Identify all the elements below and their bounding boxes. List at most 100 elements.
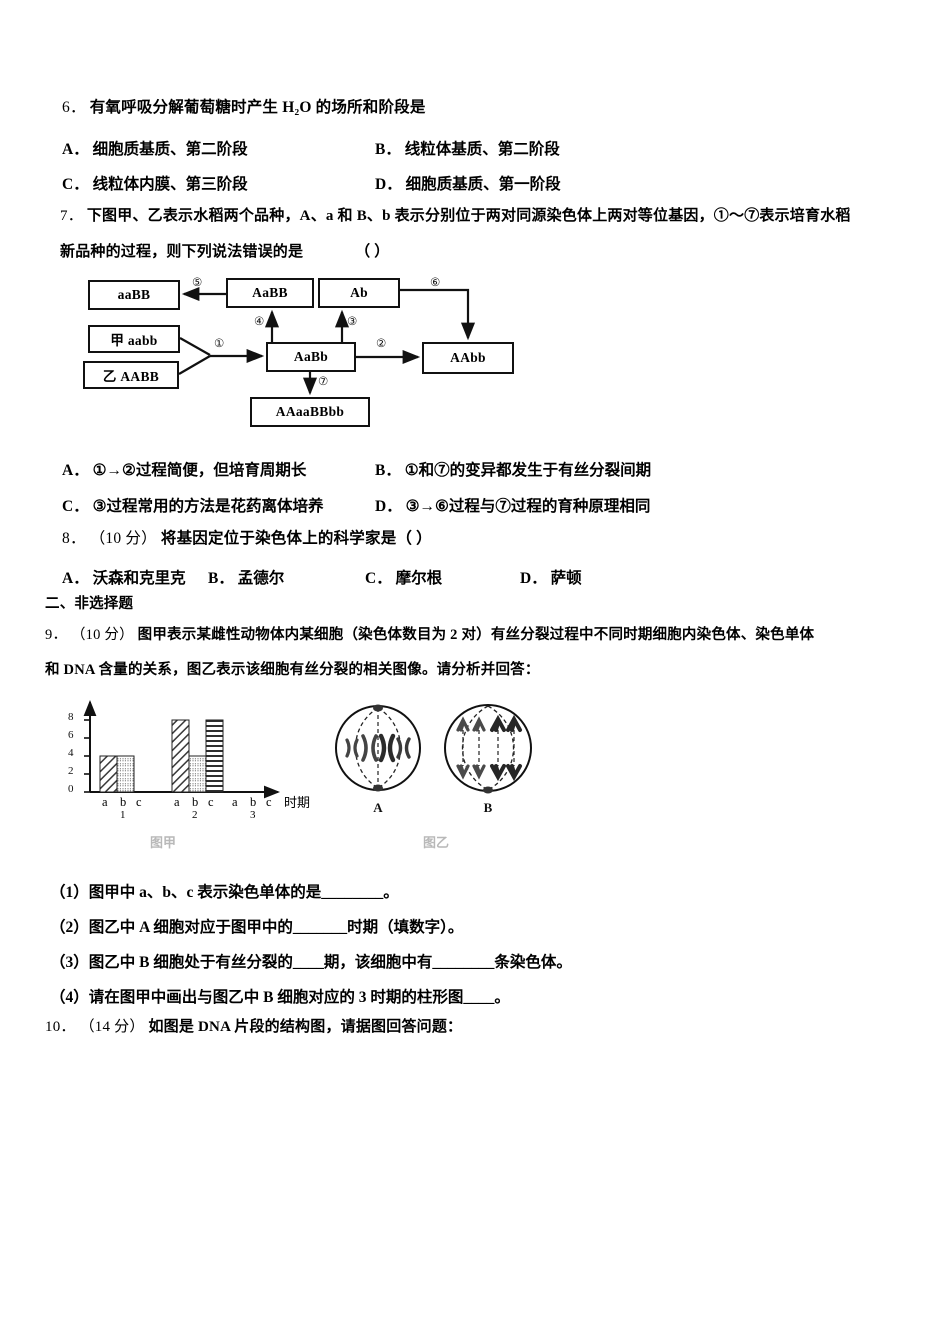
- diagram-step-7-label: ⑦: [318, 376, 329, 388]
- question-9-stem-line1: 9． （10 分） 图甲表示某雌性动物体内某细胞（染色体数目为 2 对）有丝分裂…: [45, 628, 814, 643]
- question-7-stem-text-2: 新品种的过程，则下列说法错误的是: [60, 244, 304, 260]
- diagram-step-1-label: ①: [214, 338, 225, 350]
- cell-division-figure-yi: A: [330, 700, 580, 860]
- question-8-option-d[interactable]: D． 萨顿: [520, 566, 582, 588]
- question-8-score: （10 分）: [89, 530, 157, 547]
- option-text: 线粒体基质、第二阶段: [404, 141, 560, 158]
- question-7-option-c[interactable]: C． ③过程常用的方法是花药离体培养: [62, 494, 323, 516]
- sub-label: （2）: [50, 919, 89, 936]
- question-8-option-a[interactable]: A． 沃森和克里克: [62, 566, 186, 588]
- diagram-step-6-label: ⑥: [430, 277, 441, 289]
- group-label-3: 3: [250, 809, 256, 821]
- figure-caption-jia: 图甲: [150, 835, 177, 850]
- option-label: A．: [62, 462, 89, 479]
- option-label: C．: [62, 498, 89, 515]
- option-text: ③过程常用的方法是花药离体培养: [92, 498, 324, 515]
- option-label: B．: [208, 570, 234, 587]
- diagram-arrows: [178, 286, 476, 396]
- question-8-stem: 8． （10 分） 将基因定位于染色体上的科学家是（ ）: [62, 531, 432, 547]
- ytick-6: 6: [68, 729, 74, 741]
- cell-a-label: A: [373, 800, 383, 815]
- option-label: B．: [375, 141, 401, 158]
- question-9-sub-1: （1）图甲中 a、b、c 表示染色单体的是________。: [50, 880, 399, 902]
- question-7-option-b[interactable]: B． ①和⑦的变异都发生于有丝分裂间期: [375, 458, 651, 480]
- option-label: B．: [375, 462, 401, 479]
- question-6-option-a[interactable]: A． 细胞质基质、第二阶段: [62, 137, 248, 159]
- xtick-g3-c: c: [266, 795, 272, 809]
- cell-diagrams-svg: A: [335, 704, 532, 815]
- sub-label: （3）: [50, 954, 89, 971]
- question-6-option-b[interactable]: B． 线粒体基质、第二阶段: [375, 137, 560, 159]
- option-label: A．: [62, 570, 89, 587]
- question-8-stem-text: 将基因定位于染色体上的科学家是（ ）: [160, 530, 432, 547]
- diagram-box-AaBB: AaBB: [226, 278, 314, 308]
- question-7-stem-text-1: 下图甲、乙表示水稻两个品种，A、a 和 B、b 表示分别位于两对同源染色体上两对…: [86, 208, 851, 224]
- xtick-g1-b: b: [120, 795, 127, 809]
- question-10-score: （14 分）: [79, 1019, 145, 1035]
- question-6-stem-text: 有氧呼吸分解葡萄糖时产生 H₂O 的场所和阶段是: [89, 99, 426, 116]
- bar-chart-figure-jia: 0 2 4 6 8 a b c 1 a b c 2 a b c 3 时期 图甲: [52, 700, 342, 860]
- cell-a-group: A: [335, 704, 421, 815]
- question-8-option-c[interactable]: C． 摩尔根: [365, 566, 442, 588]
- question-6-number: 6．: [62, 99, 86, 116]
- xtick-g3-b: b: [250, 795, 257, 809]
- question-10-stem: 10． （14 分） 如图是 DNA 片段的结构图，请据图回答问题：: [45, 1020, 462, 1035]
- option-text: 细胞质基质、第二阶段: [92, 141, 248, 158]
- question-8-option-b[interactable]: B． 孟德尔: [208, 566, 284, 588]
- xtick-g1-c: c: [136, 795, 142, 809]
- diagram-box-AAaaBBbb: AAaaBBbb: [250, 397, 370, 427]
- option-text: 摩尔根: [395, 570, 443, 587]
- option-text: 孟德尔: [237, 570, 285, 587]
- sub-text: 图乙中 B 细胞处于有丝分裂的____期，该细胞中有________条染色体。: [88, 954, 572, 971]
- diagram-box-AAbb: AAbb: [422, 342, 514, 374]
- sub-text: 图乙中 A 细胞对应于图甲中的_______时期（填数字）。: [88, 919, 464, 936]
- figure-caption-yi: 图乙: [423, 835, 450, 850]
- diagram-box-parent-jia: 甲 aabb: [88, 325, 180, 353]
- option-label: D．: [375, 498, 402, 515]
- diagram-box-aaBB: aaBB: [88, 280, 180, 310]
- question-9-sub-4: （4）请在图甲中画出与图乙中 B 细胞对应的 3 时期的柱形图____。: [50, 985, 510, 1007]
- option-label: D．: [375, 176, 402, 193]
- question-9-score: （10 分）: [70, 627, 134, 643]
- option-text: 细胞质基质、第一阶段: [405, 176, 561, 193]
- diagram-step-2-label: ②: [376, 338, 387, 350]
- diagram-box-AaBb: AaBb: [266, 342, 356, 372]
- group-label-2: 2: [192, 809, 198, 821]
- option-text: 沃森和克里克: [92, 570, 186, 587]
- ytick-2: 2: [68, 765, 74, 777]
- sub-label: （1）: [50, 884, 89, 901]
- question-9-sub-3: （3）图乙中 B 细胞处于有丝分裂的____期，该细胞中有________条染色…: [50, 950, 572, 972]
- group-label-1: 1: [120, 809, 126, 821]
- question-9-stem-text-1: 图甲表示某雌性动物体内某细胞（染色体数目为 2 对）有丝分裂过程中不同时期细胞内…: [137, 627, 815, 643]
- question-10-number: 10．: [45, 1019, 76, 1035]
- question-6-option-c[interactable]: C． 线粒体内膜、第三阶段: [62, 172, 248, 194]
- question-6-option-d[interactable]: D． 细胞质基质、第一阶段: [375, 172, 561, 194]
- question-7-stem-line1: 7． 下图甲、乙表示水稻两个品种，A、a 和 B、b 表示分别位于两对同源染色体…: [60, 209, 851, 224]
- option-label: D．: [520, 570, 547, 587]
- xtick-g2-a: a: [174, 795, 180, 809]
- diagram-box-Ab: Ab: [318, 278, 400, 308]
- option-label: C．: [365, 570, 392, 587]
- ytick-0: 0: [68, 783, 74, 795]
- question-10-stem-text: 如图是 DNA 片段的结构图，请据图回答问题：: [148, 1019, 463, 1035]
- rice-breeding-diagram: aaBB AaBB Ab 甲 aabb 乙 AABB AaBb AAbb AAa…: [70, 272, 550, 432]
- ytick-8: 8: [68, 711, 74, 723]
- cell-b-group: B: [444, 704, 532, 815]
- xtick-g1-a: a: [102, 795, 108, 809]
- option-text: 萨顿: [550, 570, 582, 587]
- xtick-g2-c: c: [208, 795, 214, 809]
- question-7-option-a[interactable]: A． ①→②过程简便，但培育周期长: [62, 458, 306, 480]
- question-6-stem: 6． 有氧呼吸分解葡萄糖时产生 H₂O 的场所和阶段是: [62, 100, 426, 116]
- diagram-step-3-label: ③: [347, 316, 358, 328]
- bar-chart-svg: [83, 700, 280, 799]
- sub-text: 图甲中 a、b、c 表示染色单体的是________。: [88, 884, 399, 901]
- question-7-number: 7．: [60, 208, 83, 224]
- ytick-4: 4: [68, 747, 74, 759]
- option-label: A．: [62, 141, 89, 158]
- question-7-option-d[interactable]: D． ③→⑥过程与⑦过程的育种原理相同: [375, 494, 650, 516]
- diagram-step-4-label: ④: [254, 316, 265, 328]
- xtick-g2-b: b: [192, 795, 199, 809]
- option-text: ③→⑥过程与⑦过程的育种原理相同: [405, 498, 651, 515]
- xtick-g3-a: a: [232, 795, 238, 809]
- question-7-stem-line2: 新品种的过程，则下列说法错误的是 （ ）: [60, 245, 389, 260]
